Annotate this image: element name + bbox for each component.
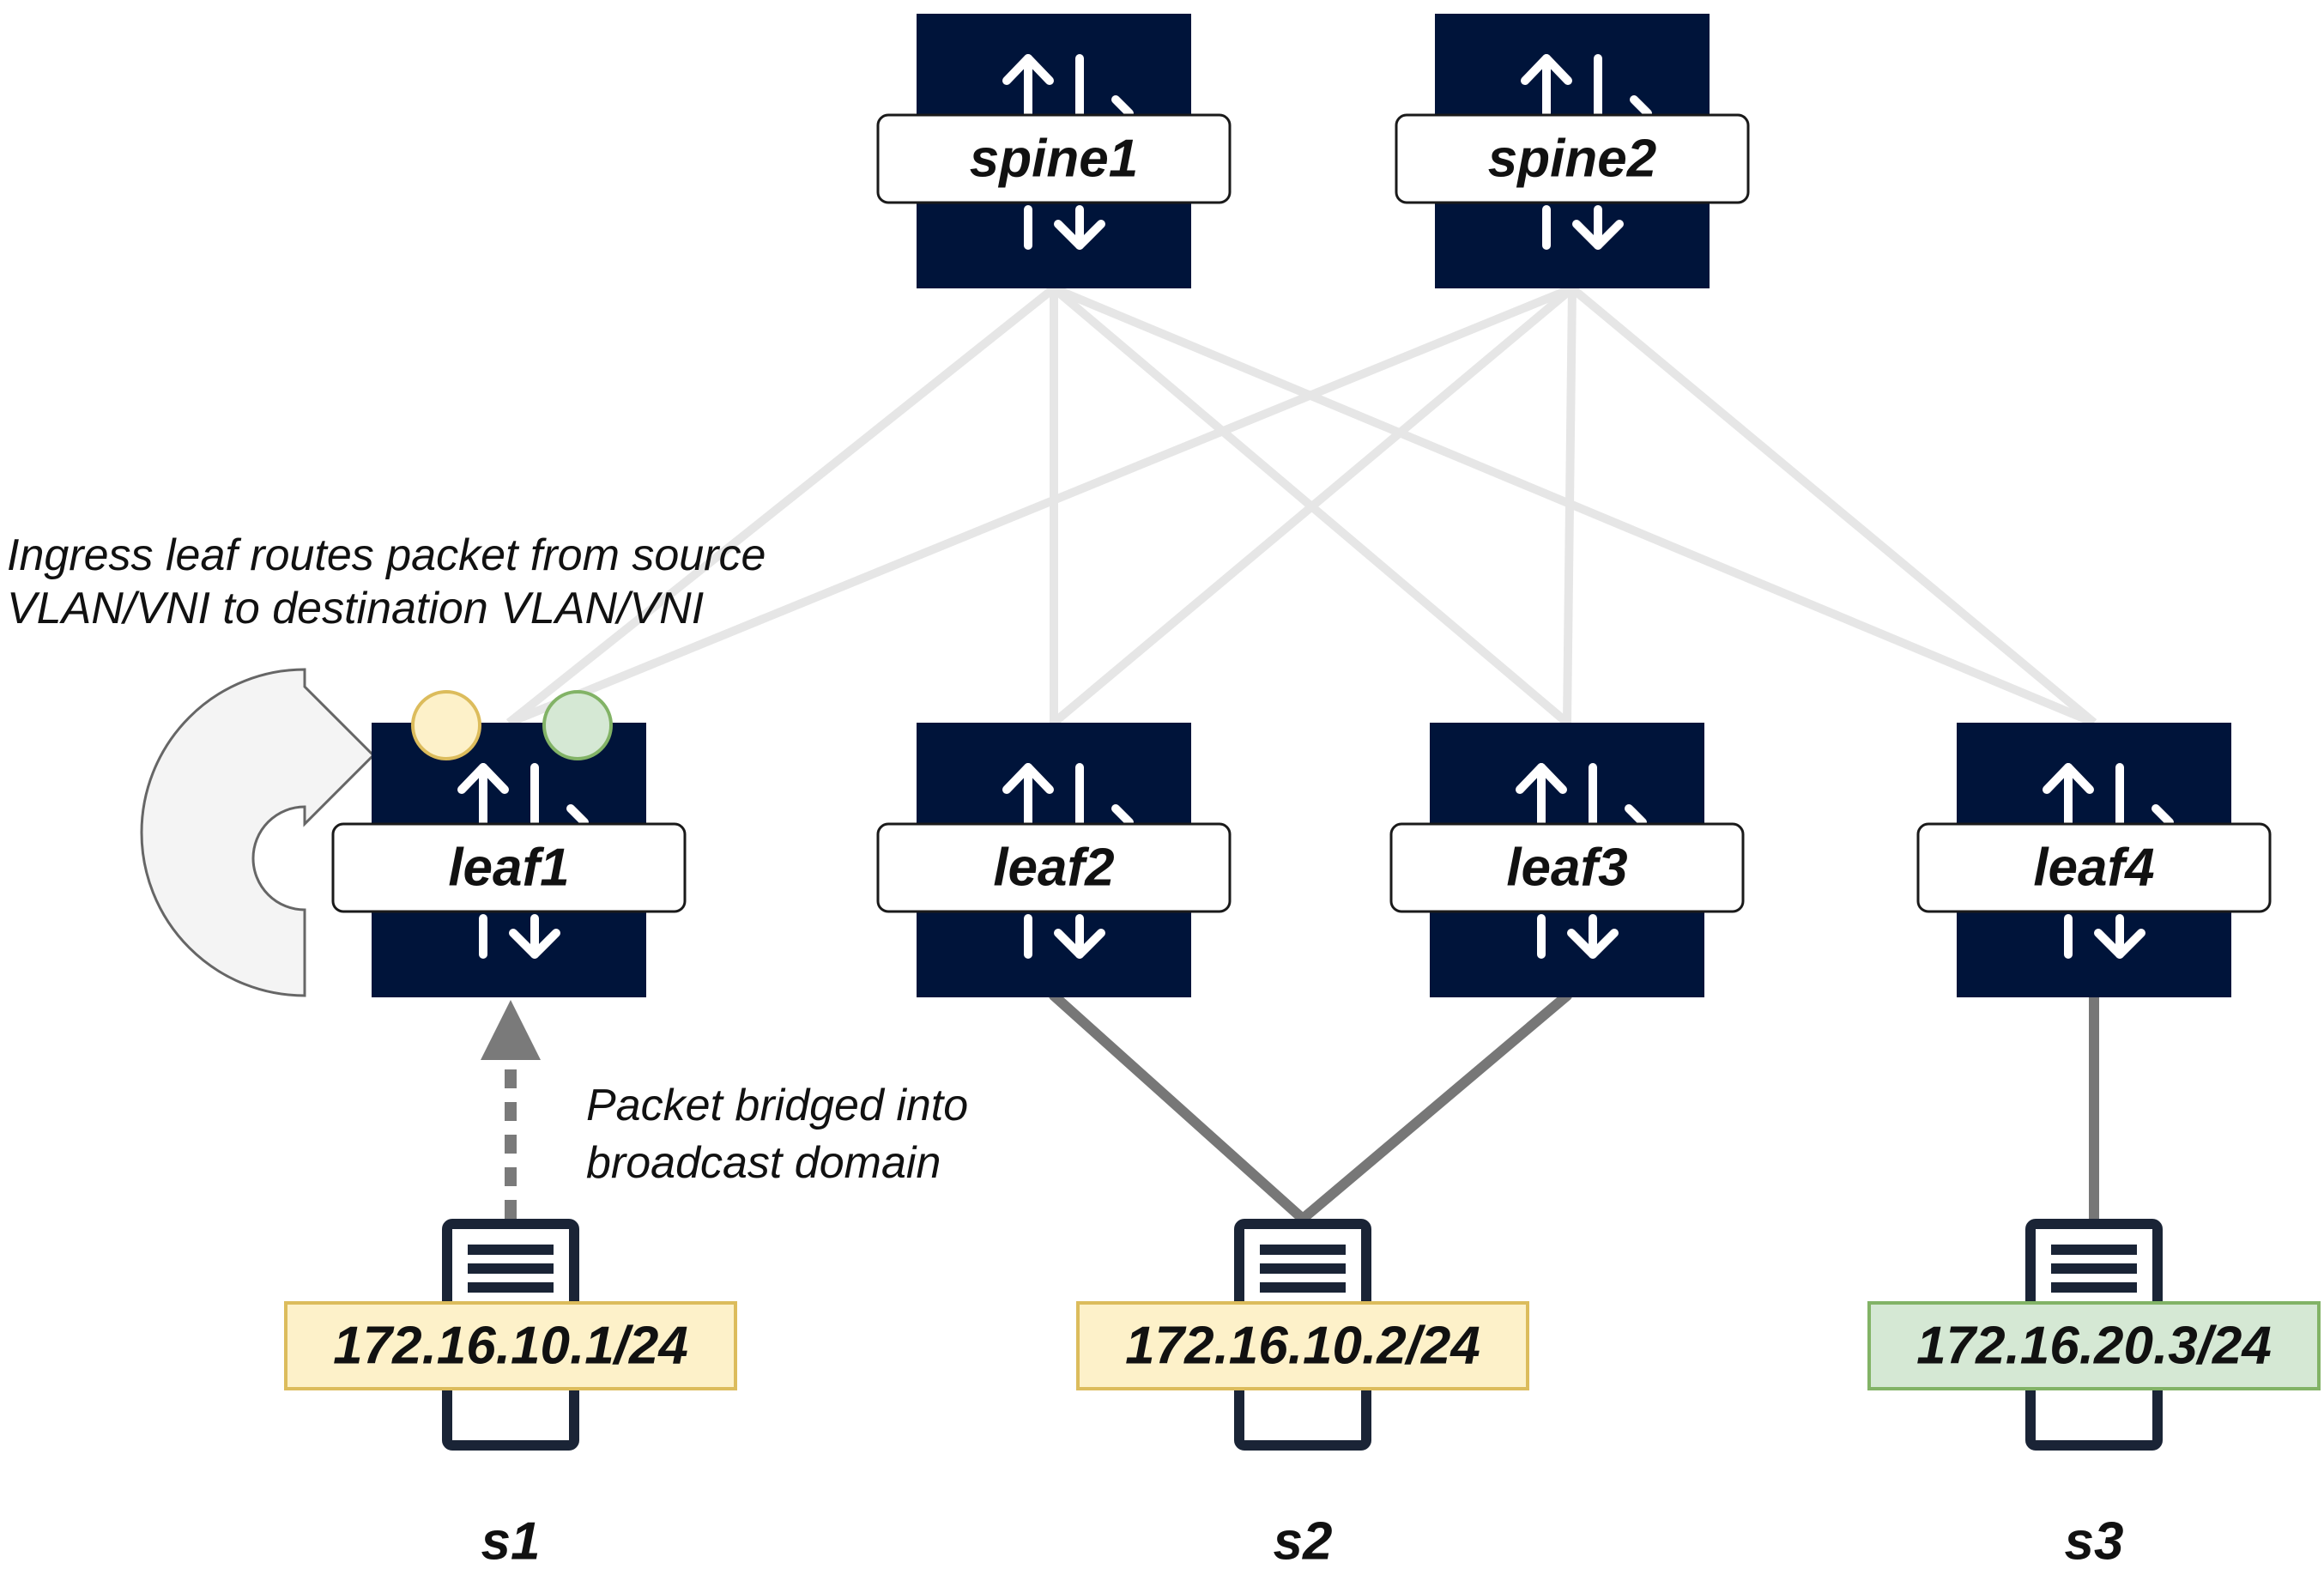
access-links [1049,990,2099,1224]
fabric-link-spine2-leaf4 [1569,285,2097,726]
leaf-switch-1: leaf1 [331,723,687,997]
leaf-name-label: leaf2 [993,839,1114,898]
server-name-label: s1 [481,1512,541,1572]
leaf-name-label: leaf1 [448,839,569,898]
server-ip-label: 172.16.10.1/24 [333,1317,688,1376]
spine-switch-2: spine2 [1395,14,1750,288]
bridging-annotation-line1: Packet bridged into [586,1081,968,1130]
spine-name-label: spine2 [1488,130,1656,189]
fabric-link-spine2-leaf2 [1050,285,1576,726]
leaf-label-box [1916,822,2272,913]
routing-annotation-line1: Ingress leaf routes packet from source [7,530,766,580]
spine-name-label: spine1 [970,130,1138,189]
leaf-name-label: leaf3 [1506,839,1627,898]
bridging-annotation-line2: broadcast domain [586,1138,941,1188]
server-ip-label: 172.16.10.2/24 [1125,1317,1480,1376]
server-ip-label: 172.16.20.3/24 [1916,1317,2272,1376]
ip-address-box [1076,1301,1529,1390]
bridging-annotation: Packet bridged into broadcast domain [586,1081,968,1188]
spine-switch-1: spine1 [876,14,1232,288]
server-s3: 172.16.20.3/24 s3 [1867,1224,2321,1572]
leaf-label-box [331,822,687,913]
switches: spine1 spine2 leaf1 leaf2 leaf3 leaf4 [331,14,2272,997]
leaf-name-label: leaf4 [2033,839,2154,898]
access-link-leaf2-s2 [1049,990,1308,1224]
leaf-switch-4: leaf4 [1916,723,2272,997]
routing-annotation: Ingress leaf routes packet from source V… [7,530,766,633]
routing-annotation-line2: VLAN/VNI to destination VLAN/VNI [7,584,704,633]
fabric-link-spine2-leaf3 [1563,288,1577,724]
leaf-switch-3: leaf3 [1389,723,1745,997]
leaf-label-box [876,822,1232,913]
spine-label-box [1395,113,1750,204]
ip-address-box [284,1301,737,1390]
leaf-switch-2: leaf2 [876,723,1232,997]
routing-curved-arrow [140,668,376,997]
server-s1: 172.16.10.1/24 s1 [284,1224,737,1572]
server-name-label: s2 [1274,1512,1333,1572]
server-name-label: s3 [2065,1512,2124,1572]
fabric-link-spine2-leaf1 [507,284,1574,727]
access-link-leaf3-s2 [1298,990,1572,1224]
server-s2: 172.16.10.2/24 s2 [1076,1224,1529,1572]
source-vlan-marker [411,690,481,760]
spine-label-box [876,113,1232,204]
fabric-links [505,284,2097,727]
destination-vlan-marker [542,690,613,760]
leaf-label-box [1389,822,1745,913]
servers: 172.16.10.1/24 s1 172.16.10.2/24 s2 172.16.2… [284,1224,2321,1572]
fabric-link-spine1-leaf1 [505,285,1057,726]
ip-address-box [1867,1301,2321,1390]
bridging-arrow [481,1000,541,1219]
